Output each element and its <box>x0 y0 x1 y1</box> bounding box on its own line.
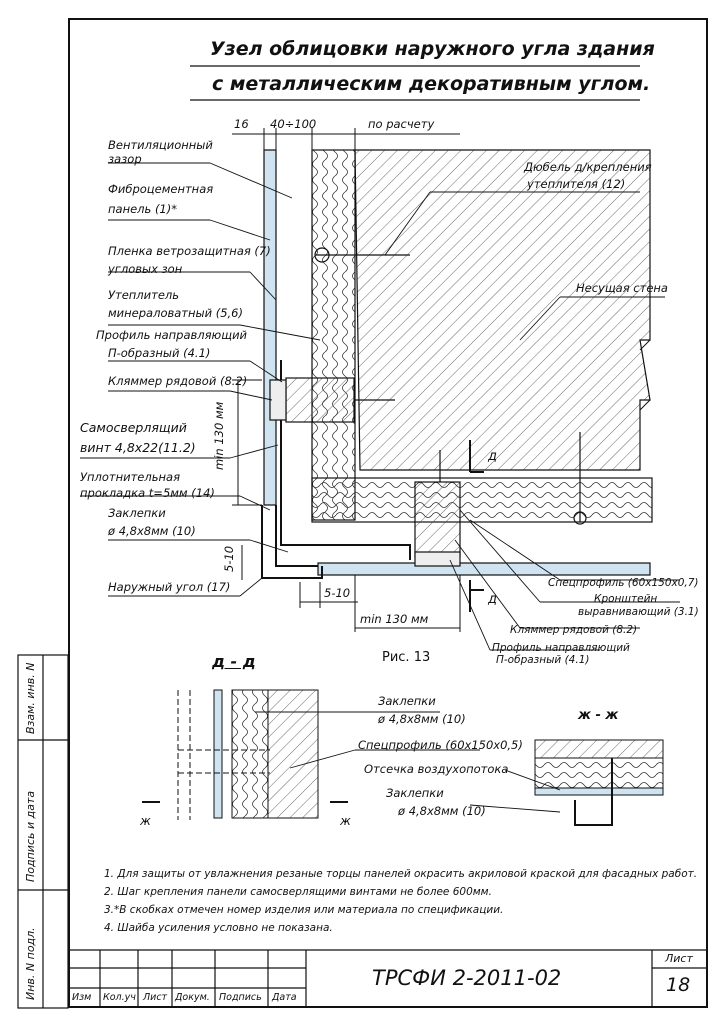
label-wind-film-2: угловых зон <box>108 262 183 276</box>
doc-code: ТРСФИ 2-2011-02 <box>372 966 562 990</box>
stamp-col-list: Лист <box>143 992 168 1003</box>
sheet-frame <box>68 18 708 1008</box>
note-1: 1. Для защиты от увлажнения резаные торц… <box>104 868 698 880</box>
label-guide-profile-2: П-образный (4.1) <box>108 346 211 360</box>
dim-16: 16 <box>234 117 249 131</box>
dim-min130-horizontal: min 130 мм <box>360 612 429 626</box>
dimension-lines <box>232 128 461 632</box>
label-klyammer: Кляммер рядовой (8.2) <box>108 374 248 388</box>
section-dd-specprofile: Спецпрофиль (60х150х0,5) <box>358 738 523 752</box>
stamp-col-podpis: Подпись <box>219 992 262 1003</box>
outer-corner-profile <box>261 360 411 579</box>
stamp-col-izm: Изм <box>72 992 92 1003</box>
section-dd-rivets-1: Заклепки <box>378 694 436 708</box>
title-line-2: с металлическим декоративным углом. <box>212 73 651 95</box>
insulation-vertical <box>311 149 356 521</box>
label-guide-right-1: Профиль направляющий <box>492 642 630 654</box>
label-insulation-1: Утеплитель <box>108 288 180 302</box>
label-gasket-1: Уплотнительная <box>80 470 180 484</box>
stamp-col-koluch: Кол.уч <box>103 992 136 1003</box>
label-screw-1: Самосверлящий <box>80 420 187 435</box>
section-dd-rivets-2: ø 4,8х8мм (10) <box>378 712 466 726</box>
section-zhzh-drawing <box>469 739 664 826</box>
label-rivets-1: Заклепки <box>108 506 166 520</box>
label-vent-gap-2: зазор <box>108 152 142 166</box>
note-3: 3.*В скобках отмечен номер изделия или м… <box>104 904 504 916</box>
label-dowel-2: утеплителя (12) <box>527 177 626 191</box>
label-fibro-panel-2: панель (1)* <box>108 202 177 216</box>
label-rivets-2: ø 4,8х8мм (10) <box>108 524 196 538</box>
section-zhzh-title: ж - ж <box>578 708 619 723</box>
stamp-col-data: Дата <box>272 992 297 1003</box>
section-mark-d-top: д <box>488 449 497 464</box>
section-mark-zh-right: ж <box>340 814 351 828</box>
section-zhzh-rivets-2: ø 4,8х8мм (10) <box>398 804 486 818</box>
dim-min130-vertical: min 130 мм <box>212 401 226 470</box>
label-insulation-2: минераловатный (5,6) <box>108 306 243 320</box>
label-vent-gap-1: Вентиляционный <box>108 138 213 152</box>
bearing-wall <box>354 149 651 471</box>
side-stamp-vzam: Взам. инв. N <box>24 662 37 734</box>
label-bracket-1: Кронштейн <box>594 593 658 605</box>
section-dd-title: д - д <box>212 652 256 671</box>
dim-40-100: 40÷100 <box>270 117 317 131</box>
insulation-dowels <box>314 247 587 525</box>
note-4: 4. Шайба усиления условно не показана. <box>104 922 333 934</box>
section-cut-d <box>469 440 484 612</box>
label-gasket-2: прокладка t=5мм (14) <box>80 486 215 500</box>
bottom-stamp-grid <box>68 949 708 1008</box>
stamp-col-dokum: Докум. <box>175 992 210 1003</box>
section-dd-drawing <box>142 689 480 820</box>
label-fibro-panel-1: Фиброцементная <box>108 182 214 196</box>
side-stamp-podpis: Подпись и дата <box>24 790 37 882</box>
label-bearing-wall: Несущая стена <box>576 281 668 295</box>
sheet-number: 18 <box>666 974 691 996</box>
fibrocement-panel-horizontal <box>317 562 651 576</box>
label-dowel-1: Дюбель д/крепления <box>524 160 652 174</box>
title-underlines <box>190 65 640 101</box>
title-line-1: Узел облицовки наружного угла здания <box>210 38 655 60</box>
section-mark-d-bottom: д <box>488 592 497 607</box>
dim-5-10-vertical: 5-10 <box>222 545 236 572</box>
label-specprofile: Спецпрофиль (60х150х0,7) <box>548 577 699 589</box>
guide-profiles <box>269 377 461 567</box>
label-bracket-2: выравнивающий (3.1) <box>578 606 699 618</box>
label-wind-film-1: Пленка ветрозащитная (7) <box>108 244 271 258</box>
label-guide-right-2: П-образный (4.1) <box>496 654 590 666</box>
leader-lines-left <box>80 162 321 597</box>
sheet-label: Лист <box>665 952 693 965</box>
section-mark-zh-left: ж <box>140 814 151 828</box>
insulation-horizontal <box>311 477 653 523</box>
note-2: 2. Шаг крепления панели самосверлящими в… <box>104 886 492 898</box>
label-guide-profile-1: Профиль направляющий <box>96 328 248 342</box>
side-stamp-inv: Инв. N подл. <box>24 927 37 1000</box>
leader-lines-right <box>384 191 680 651</box>
label-screw-2: винт 4,8х22(11.2) <box>80 440 196 455</box>
dim-po-raschetu: по расчету <box>368 117 435 131</box>
label-klyammer-right: Кляммер рядовой (8.2) <box>510 624 638 636</box>
figure-caption: Рис. 13 <box>382 650 431 665</box>
section-dd-air-cut: Отсечка воздухопотока <box>364 762 509 776</box>
label-outer-corner: Наружный угол (17) <box>108 580 231 594</box>
dim-5-10-horizontal: 5-10 <box>324 586 351 600</box>
section-zhzh-rivets-1: Заклепки <box>386 786 444 800</box>
